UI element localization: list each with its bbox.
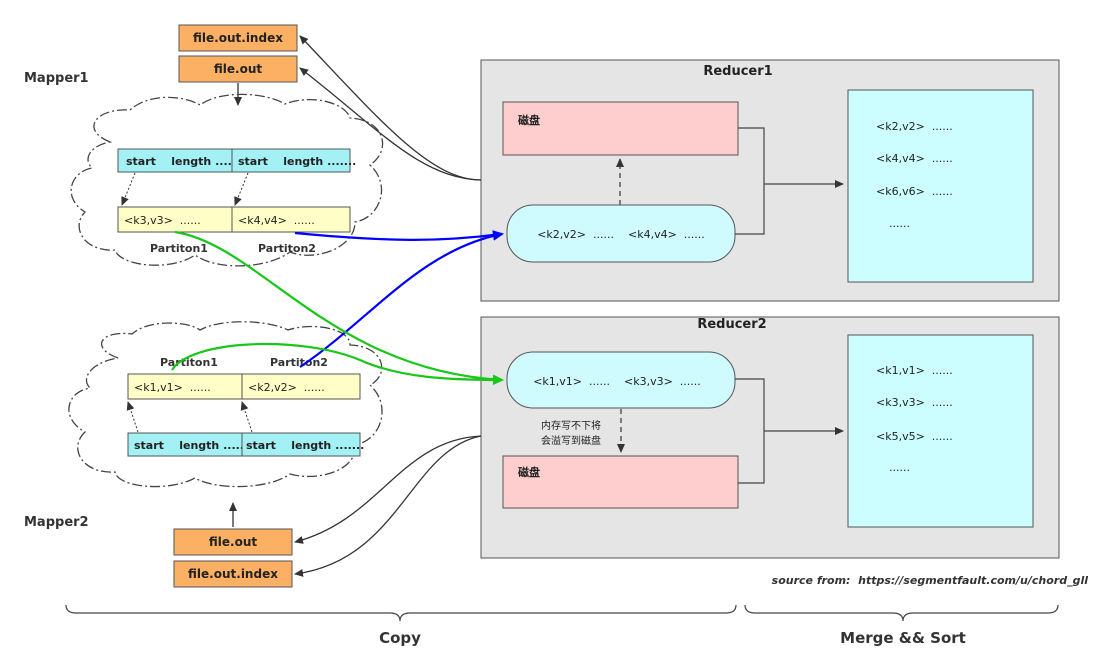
mapper2-data-cell-1 <box>127 373 243 400</box>
mapper2-index-cell-2 <box>241 432 361 457</box>
mapper2-label: Mapper2 <box>24 515 89 530</box>
mapper1-index-to-data-arrow-1 <box>121 172 136 206</box>
mapper2-file-out-label: file.out <box>209 535 257 549</box>
mapper2-data-cell-2-text: <k2,v2> ...... <box>248 381 325 394</box>
m1-p1-to-reducer2-arrow <box>174 230 504 385</box>
reducer2-output-line-1: <k1,v1> ...... <box>876 364 953 377</box>
mapper1-data-cell-2-text: <k4,v4> ...... <box>238 214 315 227</box>
mapper1-file-index-label: file.out.index <box>193 31 283 45</box>
mapper2-index-cell-2-text: start length ....... <box>246 439 364 452</box>
mapper1-index-to-data-arrow-2 <box>234 172 249 206</box>
reducer1-disk-label: 磁盘 <box>518 113 540 127</box>
mapper2-data-cell-2 <box>241 373 361 400</box>
mapper2-cloud <box>68 321 383 488</box>
mapper1-label: Mapper1 <box>24 71 89 86</box>
mapper2-index-cell-1-text: start length ....... <box>134 439 252 452</box>
mapper2-file-index-label: file.out.index <box>188 567 278 581</box>
mapper2-index-to-data-arrow-2 <box>240 401 253 433</box>
reducer2-title: Reducer2 <box>697 317 766 332</box>
mapper2-data-cell-1-text: <k1,v1> ...... <box>134 381 211 394</box>
reducer1-merge-bracket <box>735 127 765 235</box>
reducer1-title: Reducer1 <box>703 64 772 79</box>
mapper1-data-cell-2 <box>231 206 351 233</box>
reducer1-output-line-3: <k6,v6> ...... <box>876 185 953 198</box>
merge-sort-brace <box>744 604 1059 622</box>
reducer2-spill-note-line-2: 会溢写到磁盘 <box>541 434 601 447</box>
mapper1-file-index-box <box>178 24 298 52</box>
mapper1-file-out-label: file.out <box>214 62 262 76</box>
reducer2-output-line-3: <k5,v5> ...... <box>876 430 953 443</box>
reducer2-output <box>847 334 1034 528</box>
reducer1-output-line-1: <k2,v2> ...... <box>876 120 953 133</box>
mapper1-index-cell-2 <box>231 148 351 173</box>
mapper2-partition-2-label: Partiton2 <box>270 356 328 369</box>
mapper1-file-out-box <box>178 55 298 83</box>
m2-p1-to-reducer2-arrow <box>171 342 504 385</box>
reducer1-fetch-out-arrow <box>299 67 482 181</box>
mapper1-data-cell-1-text: <k3,v3> ...... <box>124 214 201 227</box>
reducer2-spill-note-line-1: 内存写不下将 <box>541 419 601 432</box>
reducer1-memory-text: <k2,v2> ...... <k4,v4> ...... <box>537 228 705 241</box>
reducer2-fetch-out-arrow <box>294 435 482 544</box>
copy-phase-label: Copy <box>379 629 421 647</box>
reducer2-output-line-2: <k3,v3> ...... <box>876 396 953 409</box>
reducer2-output-line-4: ...... <box>889 461 910 474</box>
mapper1-data-cell-1 <box>117 206 233 233</box>
reducer1-output-line-2: <k4,v4> ...... <box>876 152 953 165</box>
mapper1-cloud <box>70 93 384 267</box>
mapper1-partition-1-label: Partiton1 <box>150 242 208 255</box>
reducer2-memory-text: <k1,v1> ...... <k3,v3> ...... <box>533 375 701 388</box>
reducer2-memory-buffer <box>506 351 736 409</box>
reducer2-fetch-index-arrow <box>294 435 482 577</box>
merge-sort-phase-label: Merge && Sort <box>840 629 966 647</box>
reducer2-disk-label: 磁盘 <box>518 465 540 479</box>
mapper2-file-index-box <box>173 560 293 588</box>
m2-p2-to-reducer1-arrow <box>299 230 504 368</box>
mapper2-partition-1-label: Partiton1 <box>160 356 218 369</box>
mapper1-index-cell-1-text: start length ....... <box>126 155 244 168</box>
mapper2-file-out-box <box>173 528 293 556</box>
reducer1-output <box>847 89 1034 283</box>
copy-brace <box>65 604 737 622</box>
reducer2-disk <box>502 455 739 509</box>
mapper2-index-to-data-arrow-1 <box>126 401 139 433</box>
mapper1-index-cell-2-text: start length ....... <box>238 155 356 168</box>
mapper1-partition-2-label: Partiton2 <box>258 242 316 255</box>
m1-p2-to-reducer1-arrow <box>294 230 504 241</box>
reducer1-disk <box>502 101 739 156</box>
source-note: source from: https://segmentfault.com/u/… <box>772 574 1089 587</box>
reducer1-output-line-4: ...... <box>889 217 910 230</box>
